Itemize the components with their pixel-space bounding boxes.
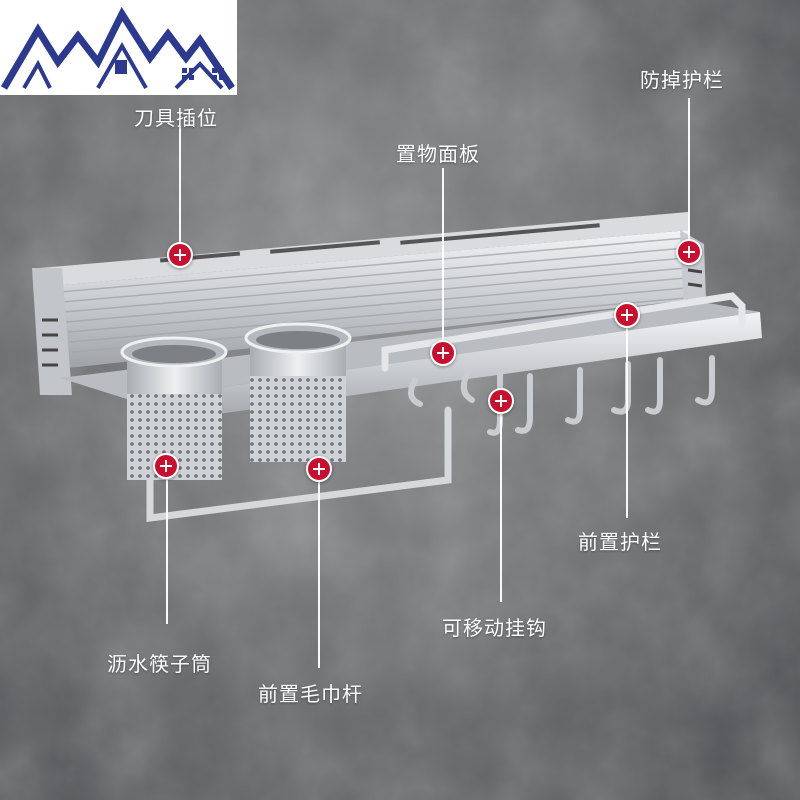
label-shelf-panel: 置物面板 bbox=[396, 142, 480, 166]
label-movable-hook: 可移动挂钩 bbox=[442, 616, 547, 640]
leader-line-movable-hook bbox=[500, 412, 502, 602]
label-front-guard: 前置护栏 bbox=[578, 530, 662, 554]
label-chopstick-holder: 沥水筷子筒 bbox=[107, 652, 212, 676]
chopstick-cup-left bbox=[120, 336, 228, 480]
leader-line-towel-bar bbox=[318, 482, 320, 668]
plus-marker-icon-chopstick-holder bbox=[153, 453, 179, 479]
plus-marker-icon-anti-fall-guard bbox=[676, 239, 702, 265]
leader-line-knife-slot bbox=[179, 126, 181, 248]
label-knife-slot: 刀具插位 bbox=[134, 106, 218, 130]
label-towel-bar: 前置毛巾杆 bbox=[258, 682, 363, 706]
brand-logo bbox=[0, 0, 237, 95]
plus-marker-icon-shelf-panel bbox=[430, 340, 456, 366]
chopstick-cup-right bbox=[244, 322, 352, 462]
front-guard-rail bbox=[381, 292, 746, 372]
hooks-row bbox=[408, 355, 715, 436]
leader-line-chopstick-holder bbox=[166, 478, 168, 624]
plus-marker-icon-towel-bar bbox=[306, 456, 332, 482]
plus-marker-icon-movable-hook bbox=[488, 388, 514, 414]
left-bracket bbox=[32, 268, 72, 395]
leader-line-front-guard bbox=[626, 328, 628, 518]
label-anti-fall-guard: 防掉护栏 bbox=[640, 68, 724, 92]
plus-marker-icon-knife-slot bbox=[167, 242, 193, 268]
leader-line-shelf-panel bbox=[442, 168, 444, 340]
back-panel bbox=[40, 212, 690, 370]
house-roof-logo-icon bbox=[0, 6, 235, 90]
plus-marker-icon-front-guard bbox=[614, 302, 640, 328]
leader-line-anti-fall-guard bbox=[688, 98, 690, 240]
